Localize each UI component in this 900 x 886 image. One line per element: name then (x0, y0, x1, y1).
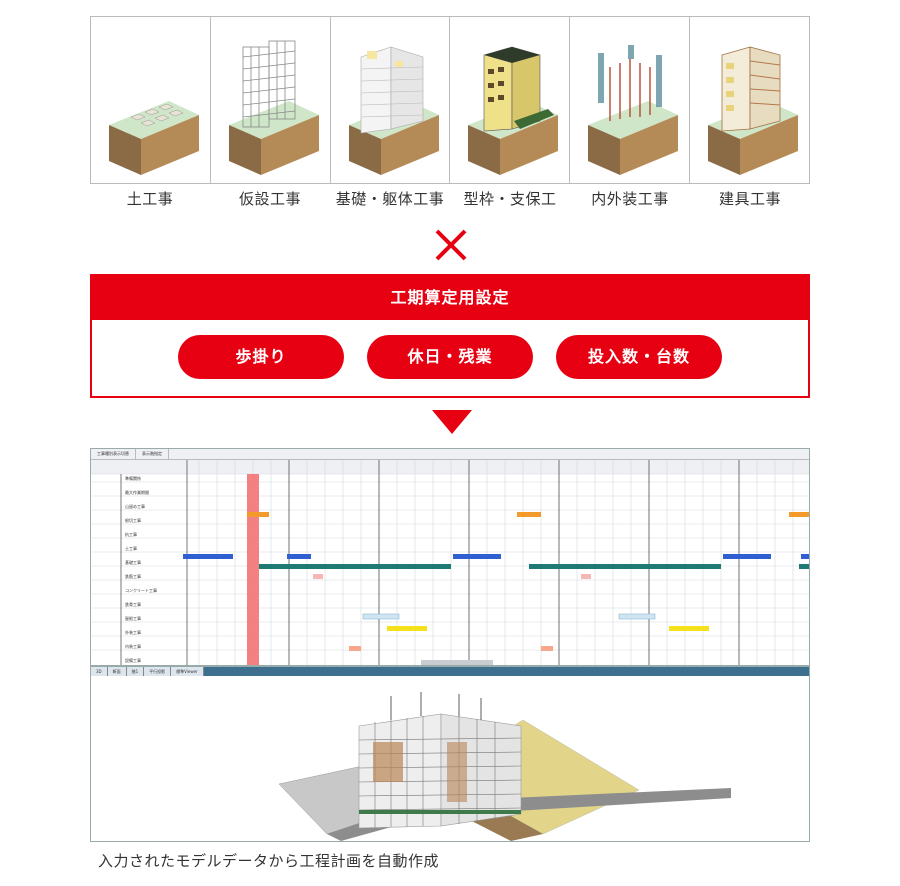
model-tab[interactable]: 断面 (107, 667, 127, 676)
gantt-toolbar-tab[interactable]: 表示階指定 (136, 449, 169, 459)
gantt-row-label: 内装工事 (125, 643, 141, 649)
model-tab[interactable]: 3D (91, 667, 108, 676)
gantt-row-label: 杭工事 (125, 531, 137, 537)
multiply-icon (435, 229, 467, 261)
gantt-row-label: 準備関係 (125, 475, 141, 481)
model-tab[interactable]: 標準Viewer (171, 667, 204, 676)
stage-image-temporary-works (211, 17, 331, 183)
stage-label: 内外装工事 (591, 190, 669, 208)
model-tabs: 3D 断面 階1 平行投影 標準Viewer (91, 667, 809, 676)
stage-label: 土工事 (126, 190, 174, 208)
gantt-row-label: 屋根工事 (125, 615, 141, 621)
stage-image-formwork (450, 17, 571, 183)
gantt-row-label: 根切工事 (125, 517, 141, 523)
stage-label: 基礎・躯体工事 (335, 190, 445, 208)
gantt-row-label: 鉄筋工事 (125, 573, 141, 579)
stage-image-interior-exterior (570, 17, 691, 183)
model-tab[interactable]: 階1 (126, 667, 145, 676)
gantt-chart-window: 工事種別表示切替 表示階指定 (90, 448, 810, 666)
caption: 入力されたモデルデータから工程計画を自動作成 (98, 852, 440, 870)
gantt-row-label: 設備工事 (125, 657, 141, 663)
stage-image-earthwork (91, 17, 211, 183)
model-tab[interactable]: 平行投影 (144, 667, 172, 676)
stage-label: 建具工事 (718, 190, 781, 208)
gantt-row-label: 基礎工事 (125, 559, 141, 565)
stage-label: 型枠・支保工 (463, 190, 557, 208)
stage-labels: 土工事 仮設工事 基礎・躯体工事 型枠・支保工 内外装工事 建具工事 (90, 188, 810, 209)
gantt-row-label: 山留め工事 (125, 503, 145, 509)
construction-stage-images (90, 16, 810, 184)
gantt-row-label: 最大作業期間 (125, 489, 149, 495)
gantt-row-label: 外装工事 (125, 629, 141, 635)
schedule-settings-box: 工期算定用設定 歩掛り 休日・残業 投入数・台数 (90, 274, 810, 398)
gantt-toolbar: 工事種別表示切替 表示階指定 (91, 449, 809, 460)
down-arrow-icon (432, 410, 472, 434)
gantt-row-label: コンクリート工事 (125, 587, 157, 593)
stage-image-foundation-frame (331, 17, 451, 183)
settings-title: 工期算定用設定 (92, 276, 808, 320)
holiday-overtime-button[interactable]: 休日・残業 (367, 335, 533, 379)
resource-count-button[interactable]: 投入数・台数 (556, 335, 722, 379)
gantt-toolbar-tab[interactable]: 工事種別表示切替 (91, 449, 136, 459)
stage-image-fittings (690, 17, 809, 183)
gantt-grid: 準備関係最大作業期間山留め工事根切工事杭工事土工事基礎工事鉄筋工事コンクリート工… (91, 460, 809, 665)
productivity-rate-button[interactable]: 歩掛り (178, 335, 344, 379)
stage-label: 仮設工事 (238, 190, 301, 208)
gantt-row-label: 鉄骨工事 (125, 601, 141, 607)
building-3d-model (278, 692, 731, 841)
gantt-row-label: 土工事 (125, 545, 137, 551)
3d-model-window: 3D 断面 階1 平行投影 標準Viewer (90, 666, 810, 842)
